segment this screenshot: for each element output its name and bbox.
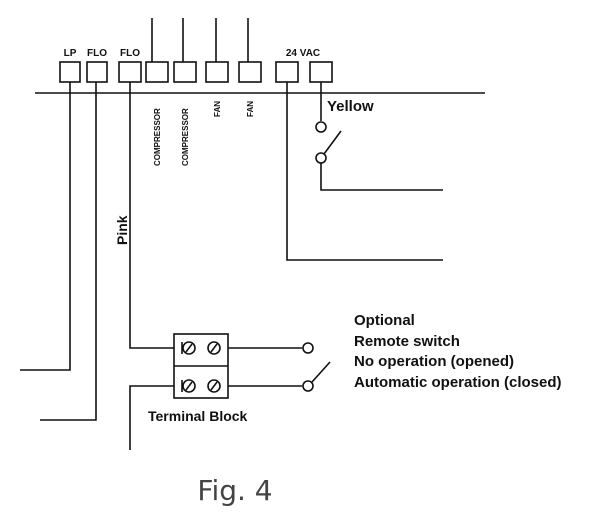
block-lower-wire (129, 385, 174, 450)
vac-wire (286, 82, 443, 261)
yellow-switch-contact-bottom (315, 152, 327, 164)
figure-caption: Fig. 4 (197, 474, 272, 507)
block-screw-3 (182, 379, 196, 393)
label-fan2: FAN (246, 101, 255, 117)
label-compressor1: COMPRESSOR (153, 108, 162, 166)
terminal-box-flo2 (118, 61, 142, 83)
block-screw-2 (207, 341, 221, 355)
remote-switch-line-2: Remote switch (354, 333, 460, 350)
remote-switch-line-4: Automatic operation (closed) (354, 374, 562, 391)
remote-switch-line-3: No operation (opened) (354, 353, 514, 370)
label-pink-wire: Pink (114, 215, 130, 245)
flo-wire (40, 82, 97, 421)
remote-switch-lever (311, 361, 331, 383)
label-fan1: FAN (213, 101, 222, 117)
label-lp: LP (64, 48, 77, 59)
yellow-switch-out-wire (320, 163, 443, 191)
block-screw-4 (207, 379, 221, 393)
block-screw-1 (182, 341, 196, 355)
terminal-box-compressor1 (145, 61, 169, 83)
terminal-box-fan2 (238, 61, 262, 83)
remote-switch-line-1: Optional (354, 312, 415, 329)
lp-wire (20, 82, 71, 371)
terminal-box-compressor2 (173, 61, 197, 83)
terminal-box-fan1 (205, 61, 229, 83)
terminal-box-24vac-2 (309, 61, 333, 83)
label-compressor2: COMPRESSOR (181, 108, 190, 166)
yellow-switch-contact-top (315, 121, 327, 133)
label-yellow-wire: Yellow (327, 98, 374, 115)
label-flo2: FLO (120, 48, 140, 59)
remote-switch-contact-bottom (302, 380, 314, 392)
label-flo1: FLO (87, 48, 107, 59)
remote-switch-contact-top (302, 342, 314, 354)
yellow-switch-lever (323, 130, 342, 155)
terminal-box-lp (59, 61, 81, 83)
label-terminal-block: Terminal Block (148, 408, 248, 424)
pink-wire (129, 82, 174, 349)
terminal-box-flo1 (86, 61, 108, 83)
label-24vac: 24 VAC (286, 48, 320, 59)
terminal-box-24vac-1 (275, 61, 299, 83)
